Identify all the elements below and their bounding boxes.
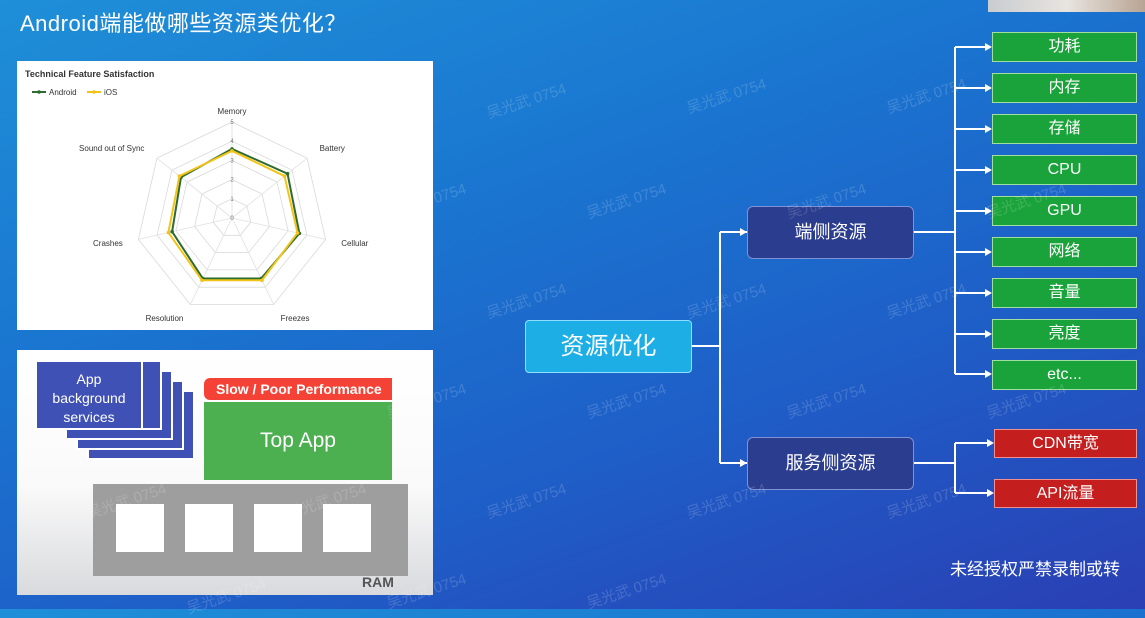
leaf-cpu: CPU bbox=[992, 155, 1137, 185]
leaf-memory: 内存 bbox=[992, 73, 1137, 103]
data-point bbox=[285, 171, 290, 176]
background-services-card: App background services bbox=[35, 360, 143, 430]
grid-ring bbox=[137, 121, 327, 305]
grid-spoke bbox=[156, 157, 233, 219]
connector-arrowhead bbox=[985, 84, 992, 92]
radial-tick-label: 5 bbox=[230, 120, 234, 126]
mindmap-root-node: 资源优化 bbox=[525, 320, 692, 373]
category-label: Crashes bbox=[93, 239, 123, 248]
legend-label: Android bbox=[49, 88, 77, 97]
leaf-cdn-bandwidth: CDN带宽 bbox=[994, 429, 1137, 458]
grid-spoke bbox=[138, 217, 233, 240]
server-resources-node: 服务侧资源 bbox=[747, 437, 914, 490]
copyright-notice: 未经授权严禁录制或转 bbox=[950, 560, 1120, 579]
data-point bbox=[282, 174, 287, 178]
category-label: Cellular bbox=[341, 239, 368, 248]
radial-tick-label: 0 bbox=[230, 216, 234, 222]
ram-slot bbox=[116, 504, 164, 552]
series-line bbox=[167, 149, 299, 282]
top-app-box: Top App bbox=[204, 402, 392, 480]
page-title: Android端能做哪些资源类优化？ bbox=[20, 11, 347, 36]
leaf-etc: etc... bbox=[992, 360, 1137, 390]
chart-title: Technical Feature Satisfaction bbox=[25, 69, 154, 79]
grid-spoke bbox=[189, 217, 233, 305]
data-point bbox=[295, 231, 300, 235]
connector-arrowhead bbox=[985, 248, 992, 256]
category-label: Memory bbox=[218, 107, 247, 116]
connector-arrowhead bbox=[985, 166, 992, 174]
radial-tick-label: 2 bbox=[230, 178, 234, 184]
leaf-api-traffic: API流量 bbox=[994, 479, 1137, 508]
grid-ring bbox=[194, 179, 270, 253]
connector-arrowhead bbox=[985, 330, 992, 338]
ram-slot bbox=[254, 504, 302, 552]
connector-arrowhead bbox=[987, 489, 994, 497]
connector-arrowhead bbox=[985, 207, 992, 215]
grid-spoke bbox=[231, 157, 308, 219]
connector-arrowhead bbox=[985, 370, 992, 378]
data-point bbox=[177, 174, 182, 178]
connector-arrowhead bbox=[987, 439, 994, 447]
connector-arrowhead bbox=[740, 459, 747, 467]
ram-slot bbox=[185, 504, 233, 552]
grid-spoke bbox=[231, 217, 275, 305]
category-label: Freezes bbox=[281, 314, 310, 323]
category-label: Battery bbox=[320, 144, 345, 153]
grid-ring bbox=[175, 159, 289, 271]
connector-arrowhead bbox=[985, 289, 992, 297]
legend-marker bbox=[37, 90, 41, 94]
radial-tick-label: 4 bbox=[230, 139, 234, 145]
category-label: Sound out of Sync bbox=[79, 144, 144, 153]
data-point bbox=[230, 149, 234, 153]
leaf-gpu: GPU bbox=[992, 196, 1137, 226]
ram-label: RAM bbox=[362, 574, 394, 590]
grid-ring bbox=[156, 140, 308, 288]
category-label: Resolution bbox=[146, 314, 184, 323]
ram-frame bbox=[93, 484, 408, 576]
connector-arrowhead bbox=[985, 43, 992, 51]
slow-performance-banner: Slow / Poor Performance bbox=[204, 378, 392, 400]
leaf-network: 网络 bbox=[992, 237, 1137, 267]
data-point bbox=[166, 230, 171, 235]
radial-tick-label: 1 bbox=[230, 197, 234, 203]
legend-marker bbox=[92, 90, 96, 94]
grid-spoke bbox=[231, 217, 326, 240]
connector-arrowhead bbox=[740, 228, 747, 236]
ram-slot bbox=[323, 504, 371, 552]
leaf-brightness: 亮度 bbox=[992, 319, 1137, 349]
radial-tick-label: 3 bbox=[230, 158, 234, 164]
legend-label: iOS bbox=[104, 88, 117, 97]
presenter-video-thumbnail bbox=[988, 0, 1145, 12]
data-point bbox=[170, 229, 174, 234]
series-line bbox=[171, 147, 301, 280]
data-point bbox=[200, 278, 204, 283]
leaf-power: 功耗 bbox=[992, 32, 1137, 62]
connector-arrowhead bbox=[985, 125, 992, 133]
app-memory-diagram: App background services Slow / Poor Perf… bbox=[17, 350, 433, 595]
client-resources-node: 端侧资源 bbox=[747, 206, 914, 259]
grid-ring bbox=[212, 198, 252, 236]
leaf-volume: 音量 bbox=[992, 278, 1137, 308]
data-point bbox=[260, 278, 264, 283]
leaf-storage: 存储 bbox=[992, 114, 1137, 144]
